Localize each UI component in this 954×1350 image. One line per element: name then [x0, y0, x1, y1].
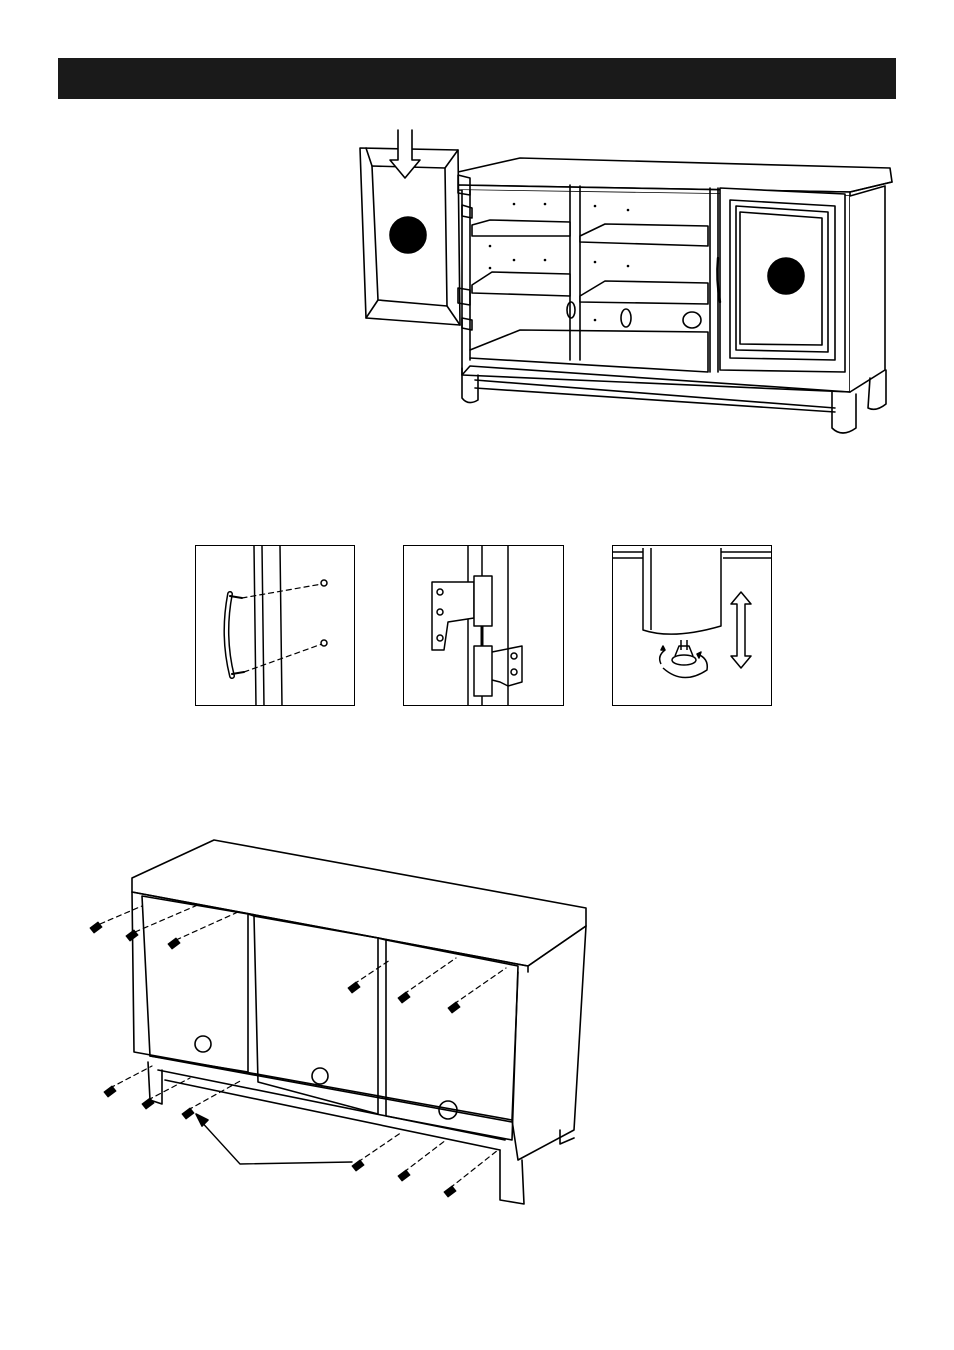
hinge-detail-illustration	[404, 546, 564, 706]
hinge-detail-box	[403, 545, 564, 706]
handle-detail-box	[195, 545, 355, 706]
handle-detail-illustration	[196, 546, 355, 706]
leveler-detail-box	[612, 545, 772, 706]
cabinet-front-illustration	[360, 130, 892, 433]
door-marker-b	[768, 258, 804, 294]
door-marker-a	[390, 217, 426, 253]
leveler-detail-illustration	[613, 546, 772, 706]
cabinet-back-illustration	[90, 840, 586, 1204]
